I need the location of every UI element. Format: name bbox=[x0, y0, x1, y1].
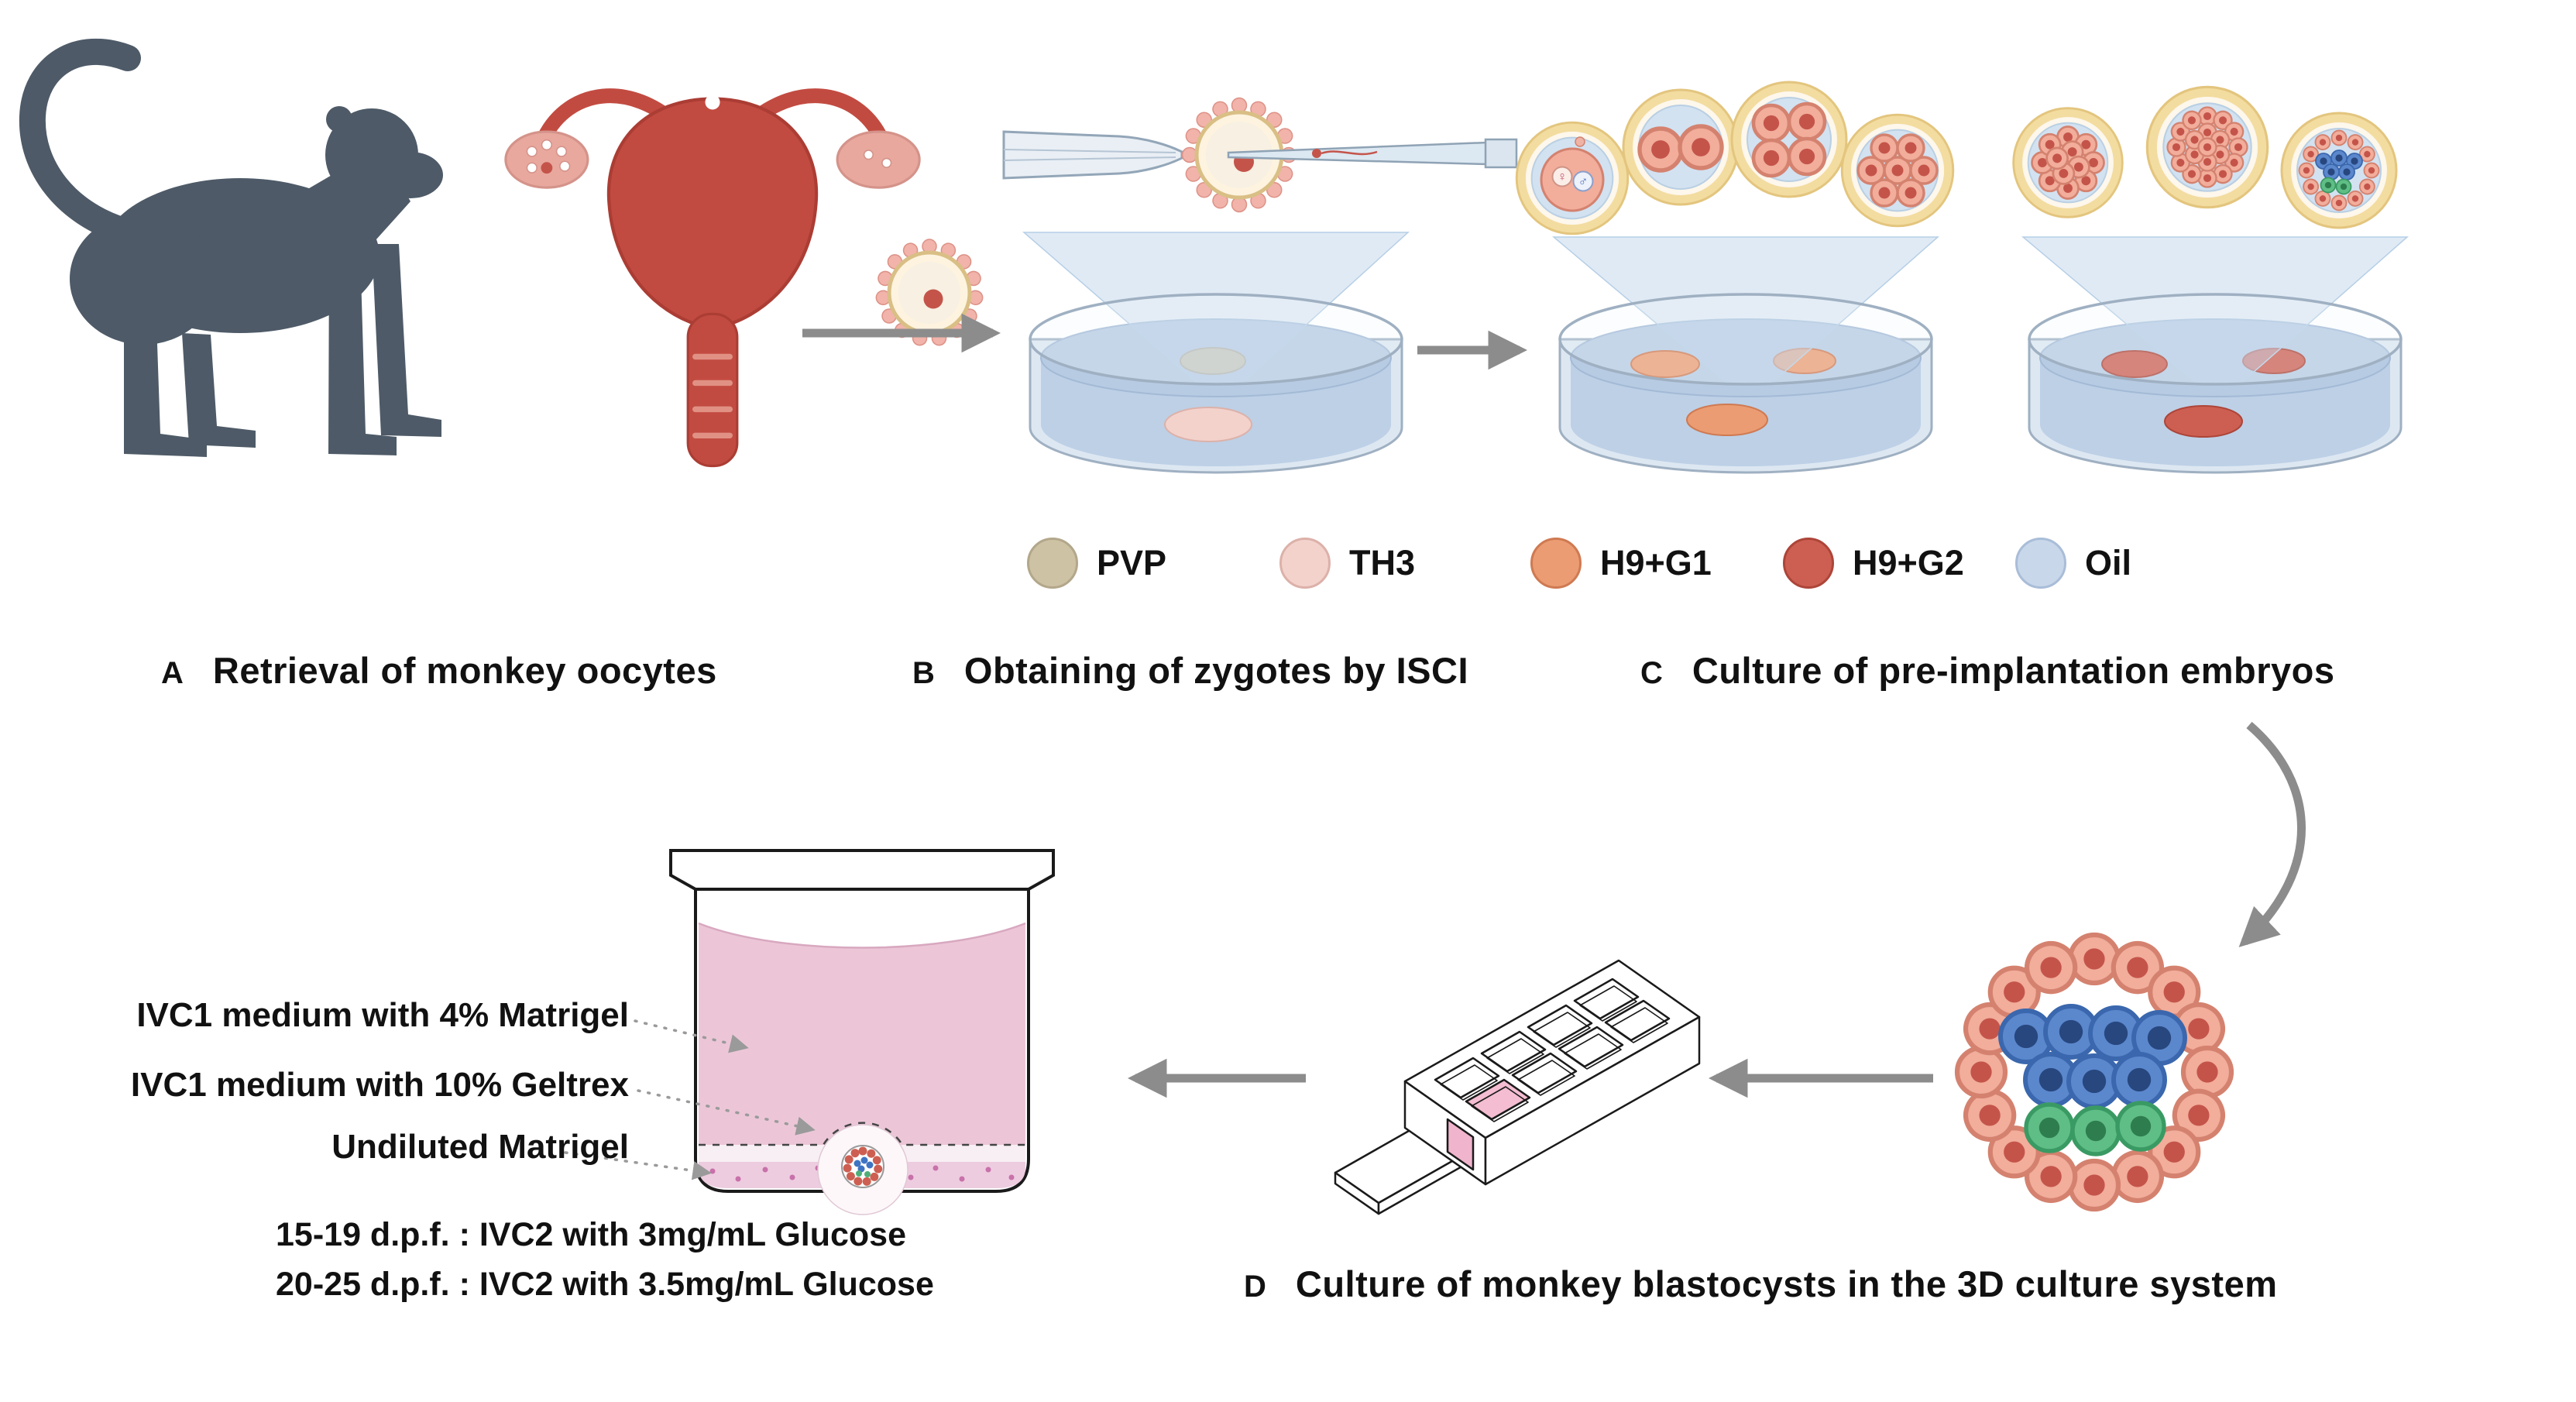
note-ivc2-glucose-2: 20-25 d.p.f. : IVC2 with 3.5mg/mL Glucos… bbox=[276, 1266, 934, 1303]
retrieved-oocyte bbox=[875, 239, 984, 346]
pvp-label: PVP bbox=[1097, 543, 1167, 582]
petri-dish-c1 bbox=[1551, 236, 1939, 474]
label-undiluted-matrigel: Undiluted Matrigel bbox=[331, 1128, 629, 1166]
h9g2-swatch bbox=[1783, 538, 1834, 589]
arrow-label-matrigel4 bbox=[634, 1019, 749, 1053]
panel-letter-c: C bbox=[1640, 656, 1663, 690]
panel-caption-b: Obtaining of zygotes by ISCI bbox=[963, 650, 1469, 691]
beaker-label-arrows bbox=[564, 1019, 816, 1180]
h9g1-droplet bbox=[1630, 350, 1700, 378]
embryo-stage-morula bbox=[2012, 107, 2124, 218]
arrow-c-to-blastocyst bbox=[2238, 721, 2306, 947]
legend-item-pvp: PVP bbox=[1027, 538, 1166, 589]
h9g2-droplet bbox=[2164, 405, 2243, 438]
female-pronucleus-symbol: ♀ bbox=[1558, 170, 1568, 184]
embryo-stage-zygote: ♀ ♂ bbox=[1515, 121, 1630, 235]
panel-caption-a: Retrieval of monkey oocytes bbox=[212, 650, 717, 691]
embryo-stage-compact-morula bbox=[2145, 85, 2269, 209]
petri-dish-c2 bbox=[2021, 236, 2409, 474]
panel-letter-b: B bbox=[912, 656, 935, 690]
blastocyst-3d-diagram bbox=[1957, 935, 2231, 1209]
caption-c: C Culture of pre-implantation embryos bbox=[1640, 649, 2335, 692]
legend-item-h9g2: H9+G2 bbox=[1783, 538, 1964, 589]
left-ovary bbox=[504, 130, 589, 189]
embryo-stage-4cell bbox=[1730, 81, 1848, 198]
label-ivc1-geltrex: IVC1 medium with 10% Geltrex bbox=[130, 1066, 629, 1104]
embryo-stage-2cell bbox=[1622, 88, 1740, 206]
pvp-droplet bbox=[1180, 347, 1246, 375]
panel-caption-c: Culture of pre-implantation embryos bbox=[1692, 650, 2335, 691]
petri-dish-b bbox=[1022, 232, 1410, 474]
caption-d: D Culture of monkey blastocysts in the 3… bbox=[1244, 1263, 2278, 1305]
beaker-rim bbox=[669, 849, 1055, 891]
embryo-stage-8cell bbox=[1840, 113, 1955, 228]
label-ivc1-matrigel: IVC1 medium with 4% Matrigel bbox=[136, 996, 629, 1034]
panel-caption-d: Culture of monkey blastocysts in the 3D … bbox=[1295, 1263, 2278, 1304]
panel-letter-a: A bbox=[161, 656, 184, 690]
h9g1-label: H9+G1 bbox=[1600, 543, 1712, 582]
note-ivc2-glucose-1: 15-19 d.p.f. : IVC2 with 3mg/mL Glucose bbox=[276, 1216, 906, 1253]
inner-cell-mass-blue bbox=[2001, 1006, 2185, 1107]
plate-pink-patch bbox=[1446, 1118, 1475, 1171]
male-pronucleus-symbol: ♂ bbox=[1578, 174, 1589, 189]
plate-wells bbox=[1434, 978, 1671, 1122]
th3-label: TH3 bbox=[1349, 543, 1416, 582]
needle-holder bbox=[1484, 138, 1518, 169]
h9g1-droplet bbox=[1686, 404, 1768, 436]
h9g2-label: H9+G2 bbox=[1853, 543, 1964, 582]
culture-plate-3d bbox=[1334, 959, 1701, 1215]
legend-item-th3: TH3 bbox=[1279, 538, 1415, 589]
embryo-stage-blastocyst bbox=[2280, 112, 2398, 229]
caption-b: B Obtaining of zygotes by ISCI bbox=[912, 649, 1468, 692]
legend-item-h9g1: H9+G1 bbox=[1530, 538, 1712, 589]
arrow-label-undiluted bbox=[564, 1151, 712, 1180]
h9g1-swatch bbox=[1530, 538, 1582, 589]
embedded-blastocyst bbox=[841, 1145, 884, 1188]
th3-swatch bbox=[1279, 538, 1331, 589]
caption-a: A Retrieval of monkey oocytes bbox=[161, 649, 717, 692]
sperm-in-needle bbox=[1312, 149, 1378, 158]
plate-right-face bbox=[1484, 1015, 1701, 1186]
medium-ivc1 bbox=[699, 923, 1025, 1145]
hypoblast-green bbox=[2026, 1103, 2164, 1154]
arrow-label-geltrex10 bbox=[637, 1089, 816, 1136]
h9g2-droplet bbox=[2101, 350, 2168, 378]
oil-swatch bbox=[2015, 538, 2066, 589]
uterus-illustration bbox=[504, 88, 921, 468]
legend-item-oil: Oil bbox=[2015, 538, 2131, 589]
icsi-pipette-scene bbox=[1002, 97, 1518, 213]
pvp-swatch bbox=[1027, 538, 1078, 589]
workflow-arrows bbox=[802, 313, 2306, 1098]
right-ovary bbox=[836, 130, 921, 189]
beaker-3d-culture bbox=[669, 849, 1055, 1215]
monkey-silhouette bbox=[19, 38, 443, 457]
panel-letter-d: D bbox=[1244, 1270, 1266, 1304]
oil-label: Oil bbox=[2085, 543, 2132, 582]
holding-pipette bbox=[1002, 130, 1183, 180]
th3-droplet bbox=[1164, 407, 1252, 442]
